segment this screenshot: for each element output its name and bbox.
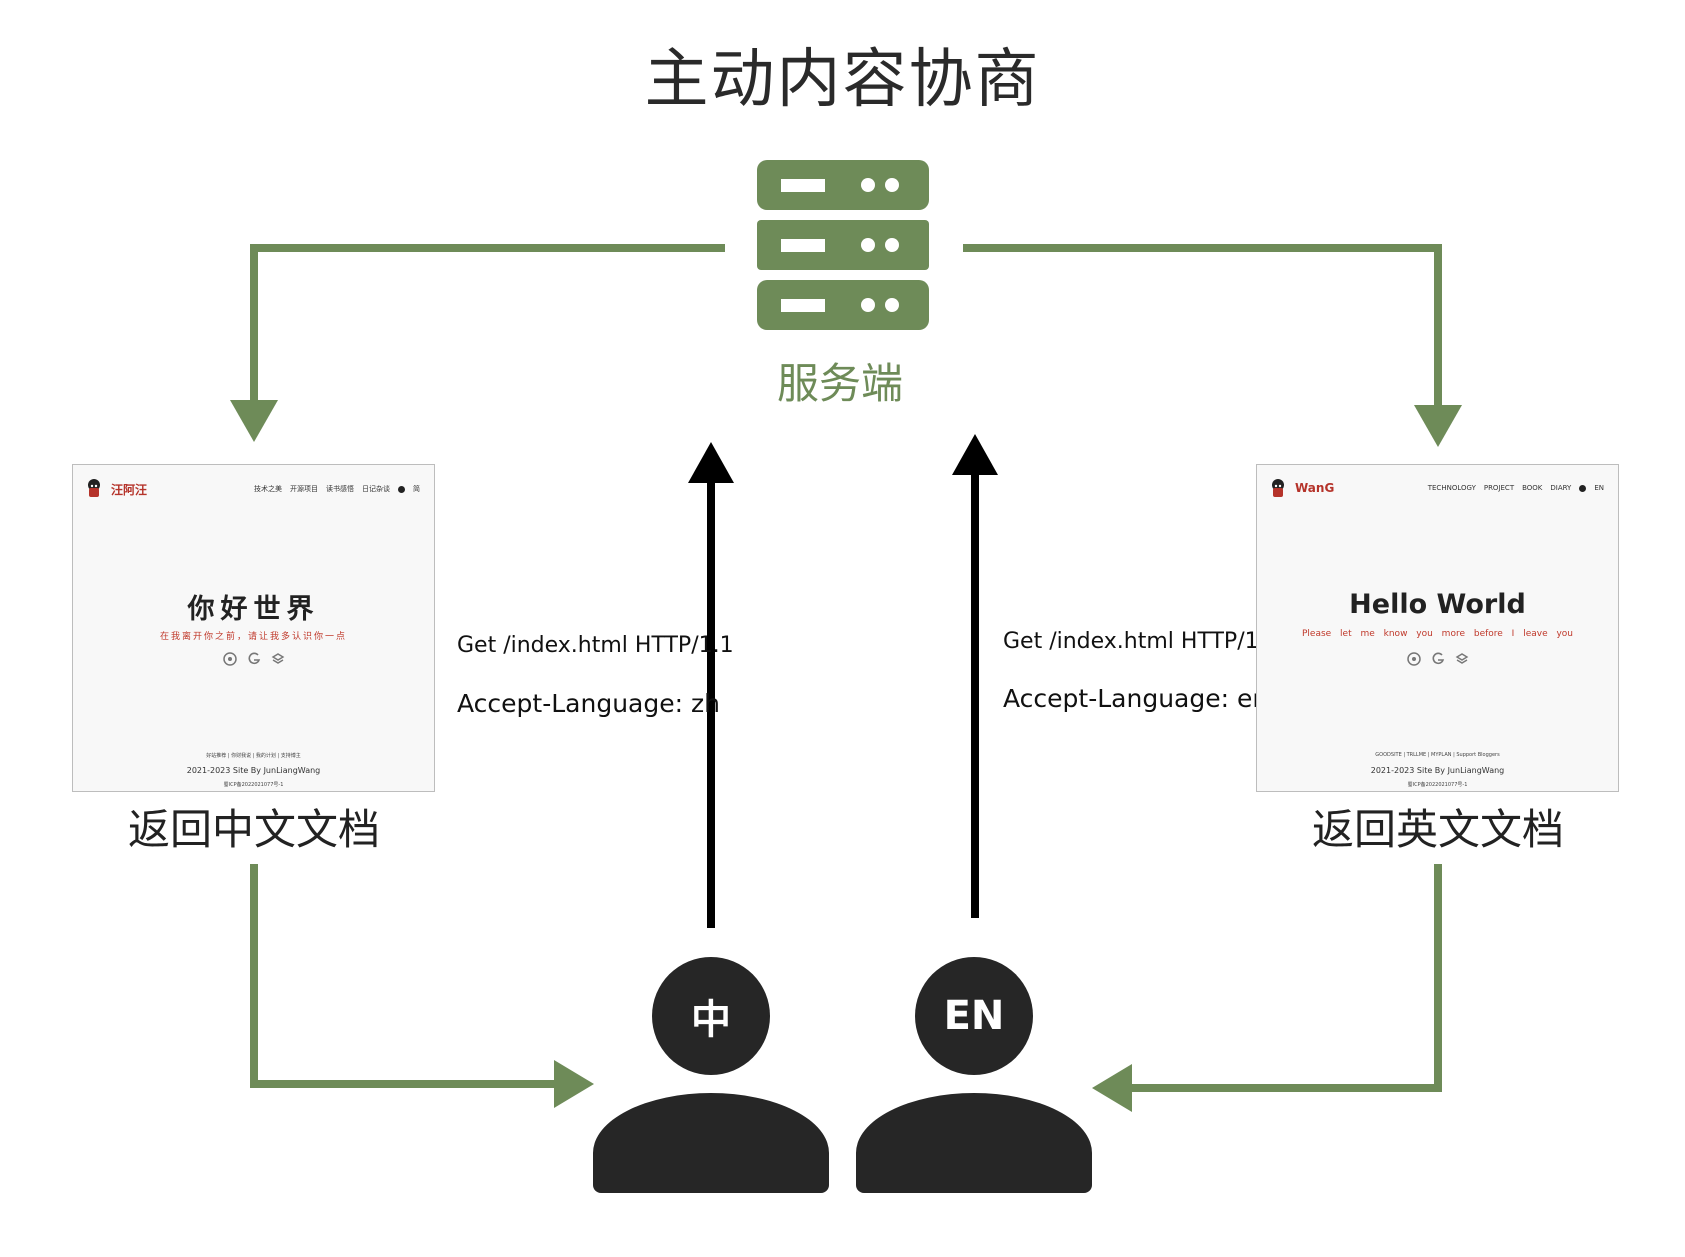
site-brand: 汪阿汪 [111,483,148,497]
response-label-en: 返回英文文档 [1311,805,1564,854]
github-icon [1406,652,1421,666]
nav-item: PROJECT [1483,484,1515,492]
gitee-icon [1432,652,1444,665]
footer-copyright: 2021-2023 Site By JunLiangWang [186,766,321,775]
footer-copyright: 2021-2023 Site By JunLiangWang [1370,766,1505,775]
request-arrowhead-zh [688,442,734,483]
arrowhead-zh-user [554,1060,594,1108]
website-preview-zh: 汪阿汪 技术之美 开源项目 读书感悟 日记杂谈 简 你好世界 在我离开你之前，请… [72,464,435,792]
layers-icon [1455,653,1468,664]
social-icons [73,652,434,666]
hero-title: 你好世界 [187,594,320,625]
github-icon [222,652,237,666]
response-label-zh: 返回中文文档 [127,805,380,854]
nav-item: 读书感悟 [326,485,354,493]
hero-title: Hello World [1349,589,1526,620]
site-brand: WanG [1295,481,1335,495]
moon-icon [1579,484,1587,492]
nav-item: 技术之美 [254,485,282,493]
arrowhead-zh-doc [230,400,278,442]
hero-subtitle: 在我离开你之前，请让我多认识你一点 [159,632,347,642]
server-icon [757,160,929,330]
user-en-icon [856,1093,1092,1193]
user-zh-icon [593,1093,829,1193]
logo-icon [1272,479,1284,497]
request-arrowhead-en [952,434,998,475]
request-en-line2: Accept-Language: en [1003,684,1269,713]
layers-icon [271,653,284,664]
lang-switch: EN [1594,484,1604,492]
nav-item: 日记杂谈 [362,485,390,493]
arrowhead-en-user [1092,1064,1132,1112]
footer-links: 好站推荐 | 你财我说 | 我的计划 | 支持博主 [206,753,301,759]
moon-icon [398,485,405,493]
nav-item: DIARY [1550,484,1572,492]
footer-icp: 蜀ICP备2022021077号-1 [1407,782,1468,788]
logo-icon [88,479,100,497]
arrow-zh-doc-to-user [250,864,556,1088]
arrowhead-en-doc [1414,405,1462,447]
arrow-server-to-en-doc [963,244,1442,405]
nav-item: BOOK [1522,484,1543,492]
nav-item: 开源项目 [290,485,318,493]
request-zh-line2: Accept-Language: zh [457,689,720,718]
nav-item: TECHNOLOGY [1427,484,1476,492]
user-en-badge: EN [915,957,1033,1075]
gitee-icon [248,652,260,665]
footer-icp: 蜀ICP备2022021077号-1 [223,782,284,788]
diagram-title: 主动内容协商 [644,43,1041,117]
hero-subtitle: Please let me know you more before I lea… [1301,629,1574,639]
arrow-en-doc-to-user [1130,864,1442,1092]
request-en-line1: Get /index.html HTTP/1.1 [1003,629,1280,654]
request-zh-line1: Get /index.html HTTP/1.1 [457,633,734,658]
user-zh-badge: 中 [652,957,770,1075]
server-label: 服务端 [776,359,903,408]
arrow-server-to-zh-doc [250,244,725,400]
social-icons [1257,652,1618,666]
website-preview-en: WanG TECHNOLOGY PROJECT BOOK DIARY EN He… [1256,464,1619,792]
site-nav: 技术之美 开源项目 读书感悟 日记杂谈 简 [254,484,420,494]
lang-switch: 简 [413,485,420,493]
footer-links: GOODSITE | TRLLME | MYPLAN | Support Blo… [1375,752,1500,758]
site-nav: TECHNOLOGY PROJECT BOOK DIARY EN [1428,484,1604,492]
